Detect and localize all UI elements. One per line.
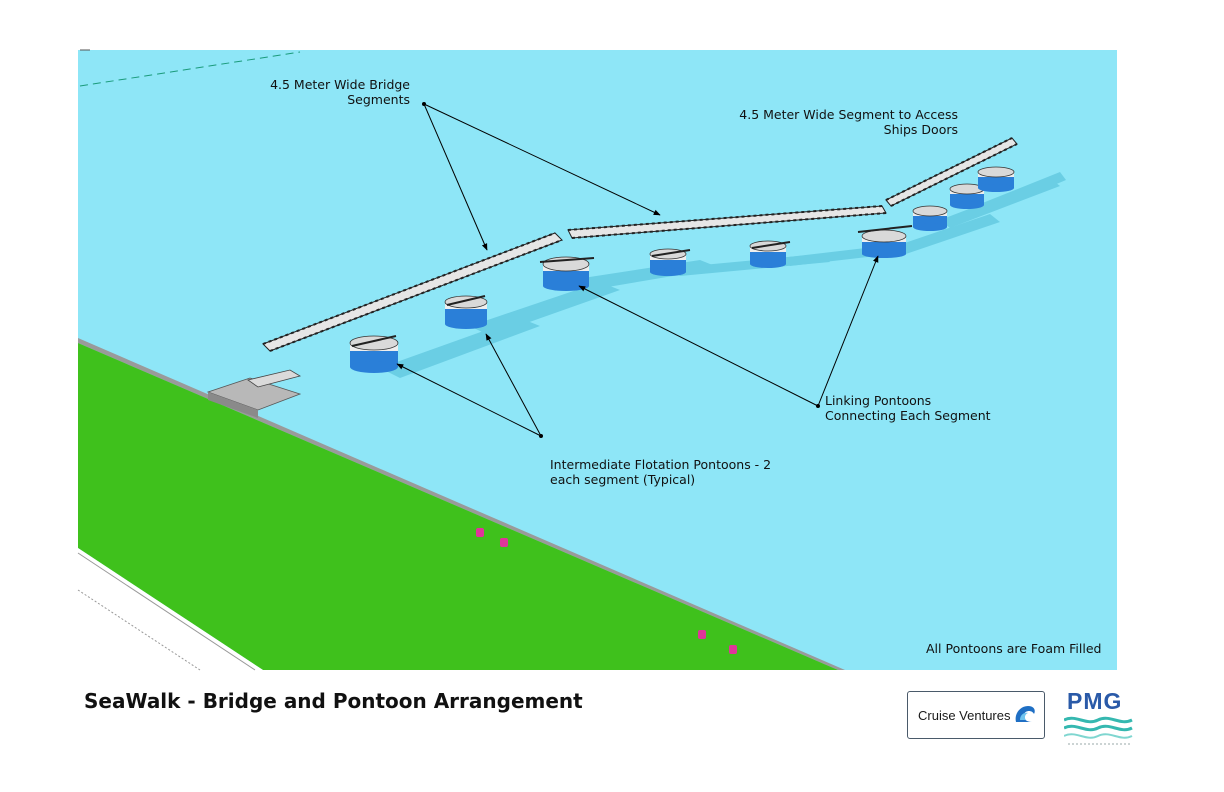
label-foam-note: All Pontoons are Foam Filled bbox=[926, 641, 1102, 656]
pontoon-9 bbox=[977, 166, 1015, 192]
cruise-ventures-logo-text: Cruise Ventures bbox=[918, 708, 1011, 723]
pontoon-shadows bbox=[380, 172, 1066, 378]
pontoon-1 bbox=[349, 335, 399, 373]
pontoon-2 bbox=[444, 295, 488, 329]
pmg-logo: PMG bbox=[1062, 688, 1136, 748]
pmg-logo-text: PMG bbox=[1067, 688, 1123, 714]
wave-icon bbox=[1015, 706, 1035, 722]
shore-landing bbox=[206, 369, 302, 418]
label-linking-pontoons: Linking Pontoons Connecting Each Segment bbox=[825, 393, 991, 423]
pontoon-4 bbox=[649, 248, 691, 276]
access-segment bbox=[885, 137, 1018, 207]
road-area bbox=[78, 548, 263, 670]
pmg-waves-icon bbox=[1064, 716, 1133, 745]
label-bridge-segments: 4.5 Meter Wide Bridge Segments bbox=[270, 77, 410, 107]
label-access-segment: 4.5 Meter Wide Segment to Access Ships D… bbox=[739, 107, 958, 137]
pontoon-5 bbox=[749, 240, 791, 268]
callout-arrows bbox=[396, 103, 879, 437]
cruise-ventures-logo: Cruise Ventures bbox=[907, 691, 1045, 739]
pontoon-3 bbox=[539, 256, 595, 291]
survey-line bbox=[79, 51, 301, 87]
bridge-segment-1 bbox=[262, 232, 563, 352]
land-area bbox=[78, 343, 838, 670]
pontoon-7 bbox=[912, 205, 948, 231]
bridge-segment-2 bbox=[567, 205, 887, 239]
bollards bbox=[476, 528, 737, 654]
quay-edge bbox=[78, 338, 845, 670]
pontoon-8 bbox=[949, 183, 985, 209]
page-title: SeaWalk - Bridge and Pontoon Arrangement bbox=[84, 689, 583, 713]
pontoon-6 bbox=[857, 225, 913, 258]
label-flotation-pontoons: Intermediate Flotation Pontoons - 2 each… bbox=[550, 457, 772, 487]
